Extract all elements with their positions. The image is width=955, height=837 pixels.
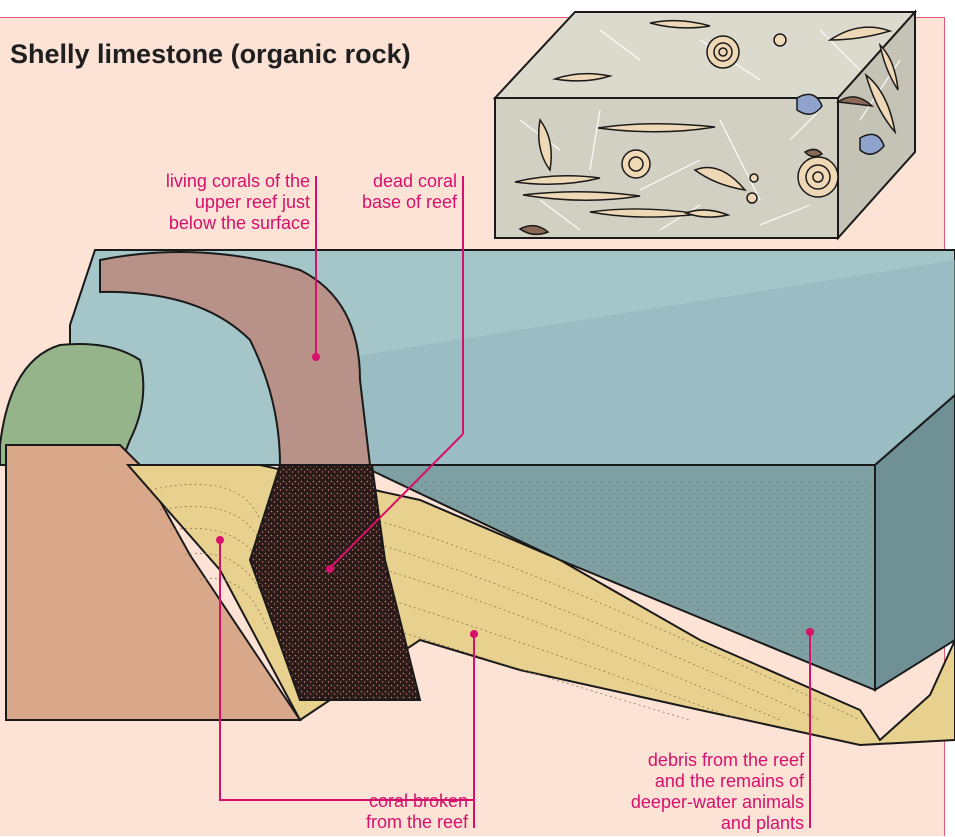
- dot-debris: [806, 628, 814, 636]
- reef-cross-section: [0, 250, 955, 745]
- label-debris: debris from the reef and the remains of …: [568, 750, 804, 834]
- limestone-sample-block: [495, 12, 915, 238]
- diagram-title: Shelly limestone (organic rock): [10, 39, 411, 70]
- label-dead-coral: dead coral base of reef: [330, 171, 457, 213]
- dot-coral-broken-left: [216, 536, 224, 544]
- label-coral-broken: coral broken from the reef: [300, 791, 468, 833]
- label-living-corals: living corals of the upper reef just bel…: [104, 171, 310, 234]
- dot-coral-broken-right: [470, 630, 478, 638]
- dot-dead-coral: [326, 565, 334, 573]
- dot-living-corals: [312, 353, 320, 361]
